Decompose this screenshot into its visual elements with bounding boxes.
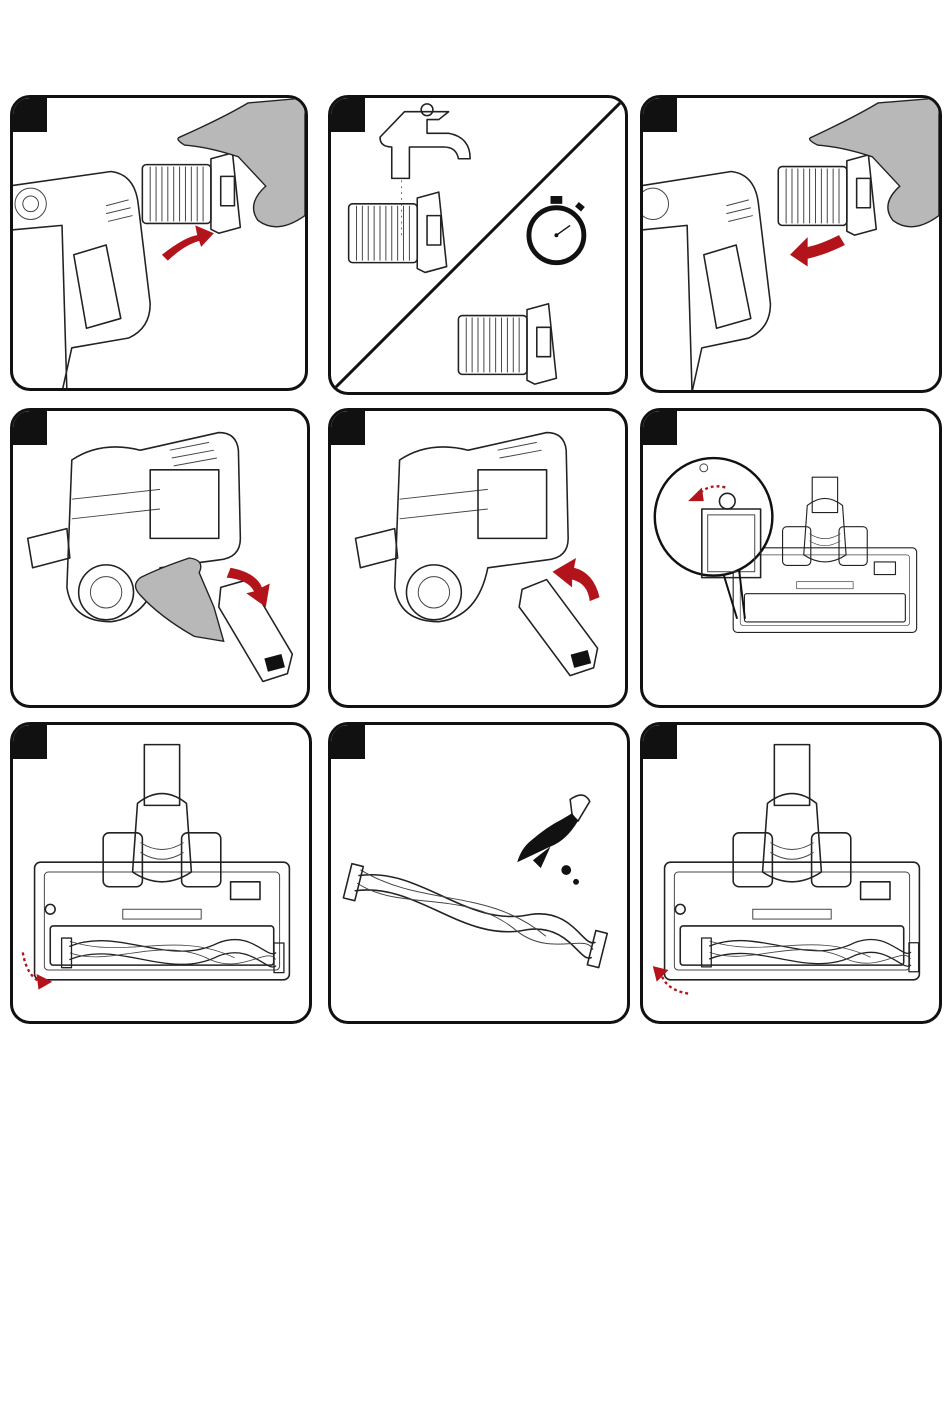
- filter-icon: [142, 153, 240, 233]
- arrow-in-icon: [790, 235, 845, 266]
- arrow-down-icon: [227, 568, 270, 607]
- stopwatch-icon: [529, 196, 585, 263]
- brush-icon: [517, 795, 590, 885]
- rotate-arrow-icon: [23, 952, 52, 989]
- brush-roll-icon: [342, 864, 609, 968]
- brush-roll-icon: [62, 938, 284, 973]
- panel-3-illustration: [643, 98, 939, 390]
- floor-head-icon: [665, 745, 920, 980]
- panel-8-illustration: [331, 725, 627, 1021]
- arrow-up-icon: [552, 558, 599, 601]
- panel-step-7: [10, 722, 312, 1024]
- filter-icon: [349, 192, 447, 272]
- brush-roll-icon: [702, 938, 919, 972]
- panel-4-illustration: [13, 411, 307, 705]
- panel-step-6: [640, 408, 942, 708]
- panel-6-illustration: [643, 411, 939, 705]
- filter-icon: [778, 155, 876, 235]
- hand-icon: [136, 558, 224, 641]
- panel-step-2: [328, 95, 628, 395]
- panel-step-8: [328, 722, 630, 1024]
- vacuum-handle-icon: [13, 171, 150, 388]
- panel-step-4: [10, 408, 310, 708]
- vacuum-handle-icon: [643, 171, 770, 390]
- panel-step-5: [328, 408, 628, 708]
- vacuum-body-icon: [356, 433, 569, 622]
- panel-9-illustration: [643, 725, 939, 1021]
- panel-5-illustration: [331, 411, 625, 705]
- panel-1-illustration: [13, 98, 305, 388]
- panel-7-illustration: [13, 725, 309, 1021]
- panel-step-9: [640, 722, 942, 1024]
- panel-step-1: [10, 95, 308, 391]
- arrow-out-icon: [162, 225, 214, 260]
- filter-icon: [458, 304, 556, 384]
- panel-2-illustration: [331, 98, 625, 392]
- water-tap-icon: [380, 104, 470, 235]
- magnifier-icon: [655, 458, 773, 619]
- panel-step-3: [640, 95, 942, 393]
